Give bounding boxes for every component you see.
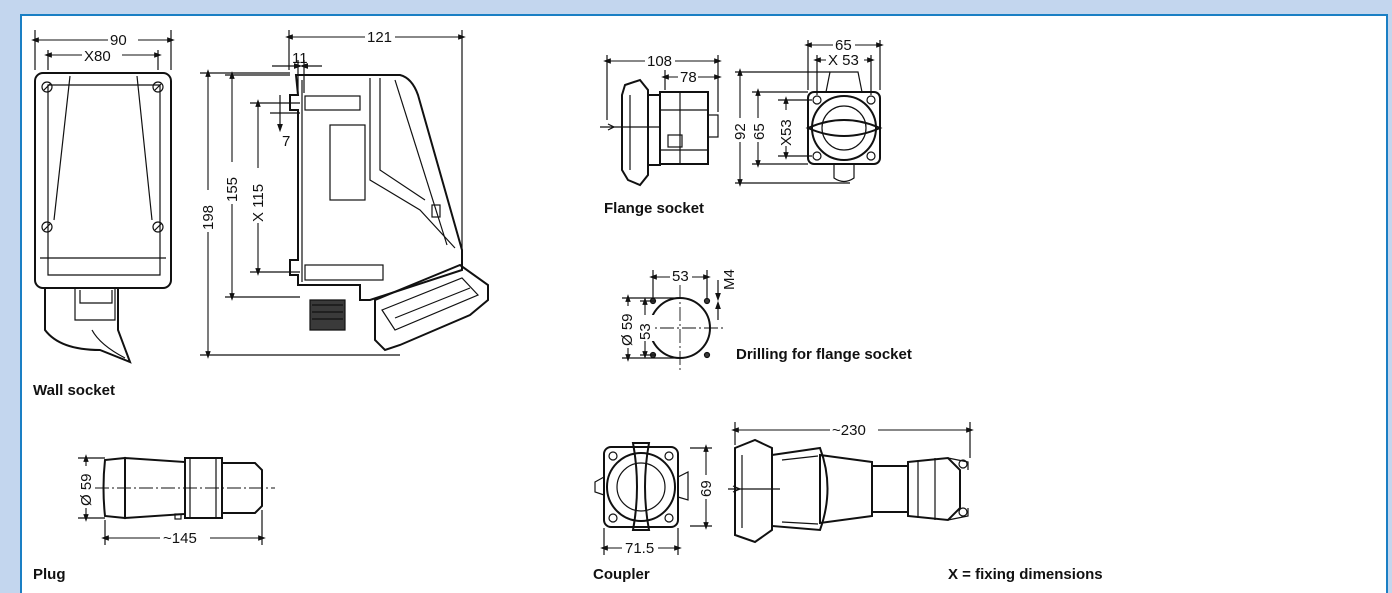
dim-wall-width: 90 (110, 32, 127, 49)
dim-wall-height: 198 (200, 205, 217, 230)
coupler-side-view: ~230 (728, 421, 974, 544)
plug-view: Ø 59 ~145 (76, 454, 275, 547)
caption-coupler: Coupler (593, 566, 650, 583)
flange-socket-front-view: 65 X 53 92 65 X53 (730, 36, 884, 187)
dim-plug-dia: Ø 59 (78, 473, 95, 506)
dim-wall-fix-height: X 115 (250, 184, 267, 222)
dim-flange-x53h: X53 (778, 119, 795, 146)
dim-drill-dia: Ø 59 (619, 313, 636, 346)
dim-coupler-230: ~230 (832, 422, 866, 439)
dim-drill-m4: M4 (721, 269, 738, 290)
dim-coupler-69: 69 (698, 480, 715, 497)
caption-drilling: Drilling for flange socket (736, 346, 912, 363)
dim-drill-53h: 53 (637, 323, 654, 340)
wall-socket-side-view: 198 155 X 115 7 11 121 (196, 28, 489, 359)
caption-flange-socket: Flange socket (604, 200, 705, 217)
dim-flange-92: 92 (732, 123, 749, 140)
dim-flange-78: 78 (680, 69, 697, 86)
coupler-front-view: 69 71.5 (594, 442, 715, 557)
dim-wall-11: 11 (292, 50, 308, 67)
dim-drill-53w: 53 (672, 268, 689, 285)
caption-wall-socket: Wall socket (33, 382, 115, 399)
dim-wall-155: 155 (224, 177, 241, 202)
caption-plug: Plug (33, 566, 66, 583)
flange-socket-side-view: 108 78 (600, 52, 722, 187)
drilling-pattern: 53 M4 Ø 59 53 (618, 267, 738, 370)
dim-wall-7: 7 (282, 133, 290, 150)
dim-coupler-715: 71.5 (625, 540, 654, 557)
dim-wall-fix-width: X80 (84, 48, 111, 65)
dim-flange-x53w: X 53 (828, 52, 859, 69)
wall-socket-front-view: 90 X80 (31, 30, 175, 364)
dim-flange-65h: 65 (751, 123, 768, 140)
dim-flange-65w: 65 (835, 37, 852, 54)
caption-fixing-note: X = fixing dimensions (948, 566, 1103, 583)
dim-wall-depth: 121 (367, 29, 392, 46)
dim-plug-len: ~145 (163, 530, 197, 547)
dim-flange-108: 108 (647, 53, 672, 70)
